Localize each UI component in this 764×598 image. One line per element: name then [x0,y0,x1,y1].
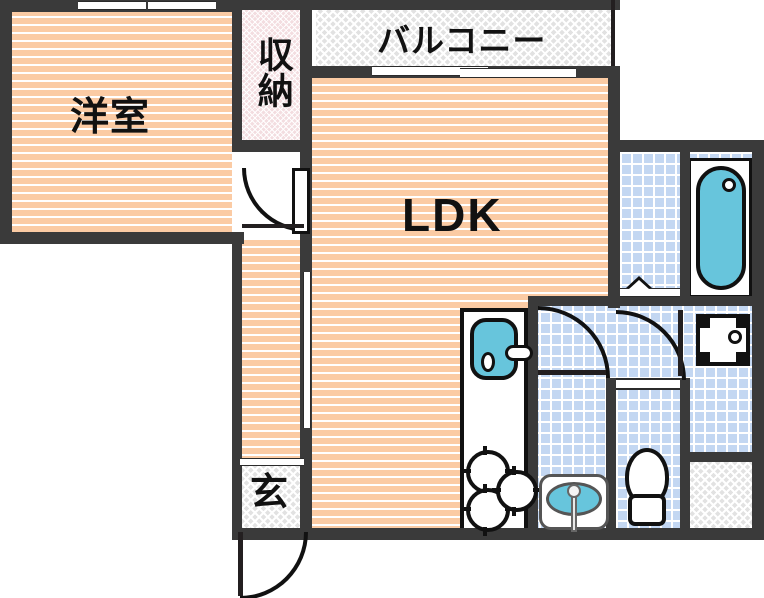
wall-right-outer [752,140,764,536]
room-balcony-floor [316,8,613,72]
room-label-genkan: 玄 [250,472,290,514]
sliding-door-ldk-hallway-lower[interactable] [303,348,311,428]
wall-bottom [232,528,764,540]
wall-ldk-right-lower [608,140,620,308]
genkan-step-line [240,458,304,466]
wall-closet-left [232,0,242,150]
door-arc-genkan[interactable] [240,532,308,598]
door-leaf-washroom[interactable] [538,370,606,375]
door-leaf-genkan[interactable] [238,532,243,596]
room-label-washitsu: 洋室 [70,96,151,139]
kitchen-faucet-icon [505,345,533,361]
wall-closet-top [232,0,312,10]
kitchen-sink-drain-icon [481,352,495,372]
window-balcony-left[interactable] [372,66,488,76]
wall-ldk-right-upper [608,66,620,156]
door-leaf-washitsu[interactable] [292,168,310,234]
room-genkan-floor [239,466,305,532]
lavatory-faucet-stem-icon [571,492,577,532]
wall-washitsu-left [0,0,12,244]
bathtub-icon [696,166,746,290]
sliding-door-ldk-hallway-upper[interactable] [303,272,311,352]
toilet-tank-icon [628,494,666,526]
wall-toilet-left [606,378,616,534]
room-closet-floor [239,8,305,148]
door-threshold-washitsu [242,224,304,228]
wall-bathroom-bottom [608,296,764,306]
wall-washroom-top [528,296,612,306]
wall-bathtub-divider [680,146,690,300]
bathroom-door-marker-inner [629,280,649,289]
wall-washroom-left [528,296,538,534]
wall-nub-washroom-upper [596,296,612,306]
window-balcony-right[interactable] [460,68,576,78]
wall-washitsu-bottom [0,232,244,244]
window-washitsu-left[interactable] [78,1,146,10]
washing-machine-pan-icon [696,314,750,366]
door-leaf-toilet[interactable] [678,310,683,376]
wall-service-top [680,452,760,462]
wall-closet-bottom [232,140,310,152]
window-washitsu-right[interactable] [148,1,216,10]
lavatory-faucet-knob-icon [567,484,581,498]
room-label-ldk: LDK [402,189,503,241]
wall-balcony-top [308,0,620,10]
bathtub-drain-icon [722,178,736,192]
wall-balcony-right [611,0,615,76]
room-service-floor [688,458,756,532]
sliding-door-bathroom[interactable] [620,288,680,297]
wall-hallway-left [232,232,242,534]
stove-burner-3-icon [492,466,542,516]
room-hallway-floor [239,240,305,462]
room-label-balcony: バルコニー [377,22,547,59]
room-label-closet: 収納 [252,36,294,108]
room-washitsu-floor [10,10,232,236]
